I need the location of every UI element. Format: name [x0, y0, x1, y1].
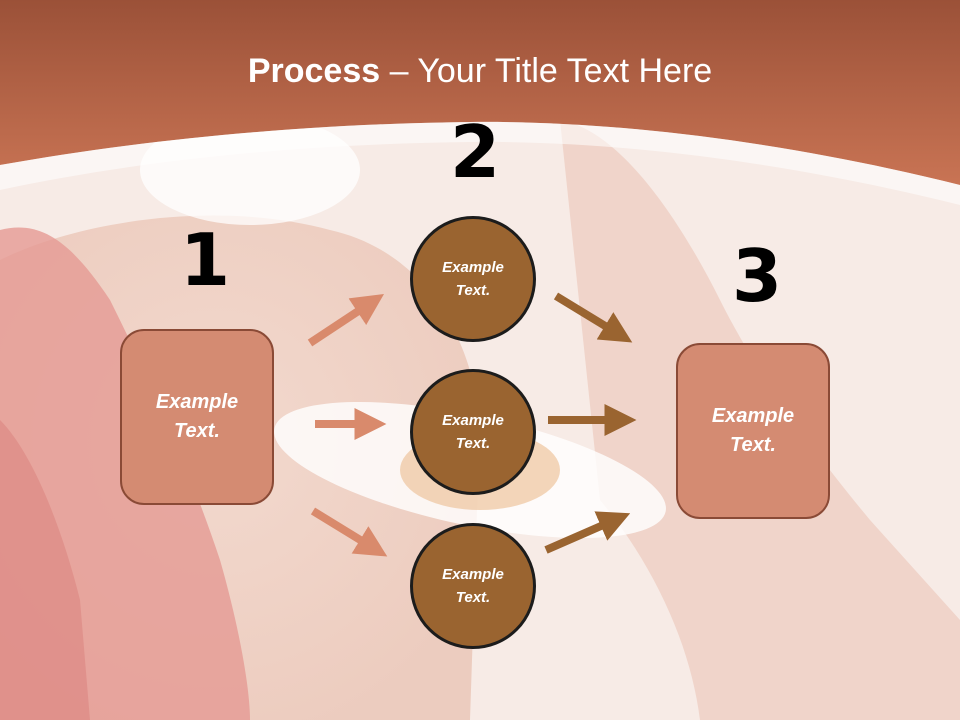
circle-bottom-text: Example Text. — [442, 566, 504, 606]
step-2-circle-top: Example Text. — [410, 216, 536, 342]
step-3-text: Example Text. — [711, 405, 795, 456]
step-1-text: Example Text. — [155, 391, 239, 442]
step-1-box: Example Text. — [120, 329, 274, 505]
step-2-circle-middle: Example Text. — [410, 369, 536, 495]
step-number-2: 2 — [450, 110, 501, 194]
step-number-3: 3 — [732, 234, 783, 318]
title-bold: Process — [247, 52, 381, 90]
slide-title: Process – Your Title Text Here — [0, 52, 960, 91]
title-rest: Your Title Text Here — [417, 52, 713, 90]
title-separator: – — [380, 52, 418, 90]
step-2-circle-bottom: Example Text. — [410, 523, 536, 649]
step-3-box: Example Text. — [676, 343, 830, 519]
circle-middle-text: Example Text. — [442, 412, 504, 452]
step-number-1: 1 — [180, 218, 231, 302]
circle-top-text: Example Text. — [442, 259, 504, 299]
